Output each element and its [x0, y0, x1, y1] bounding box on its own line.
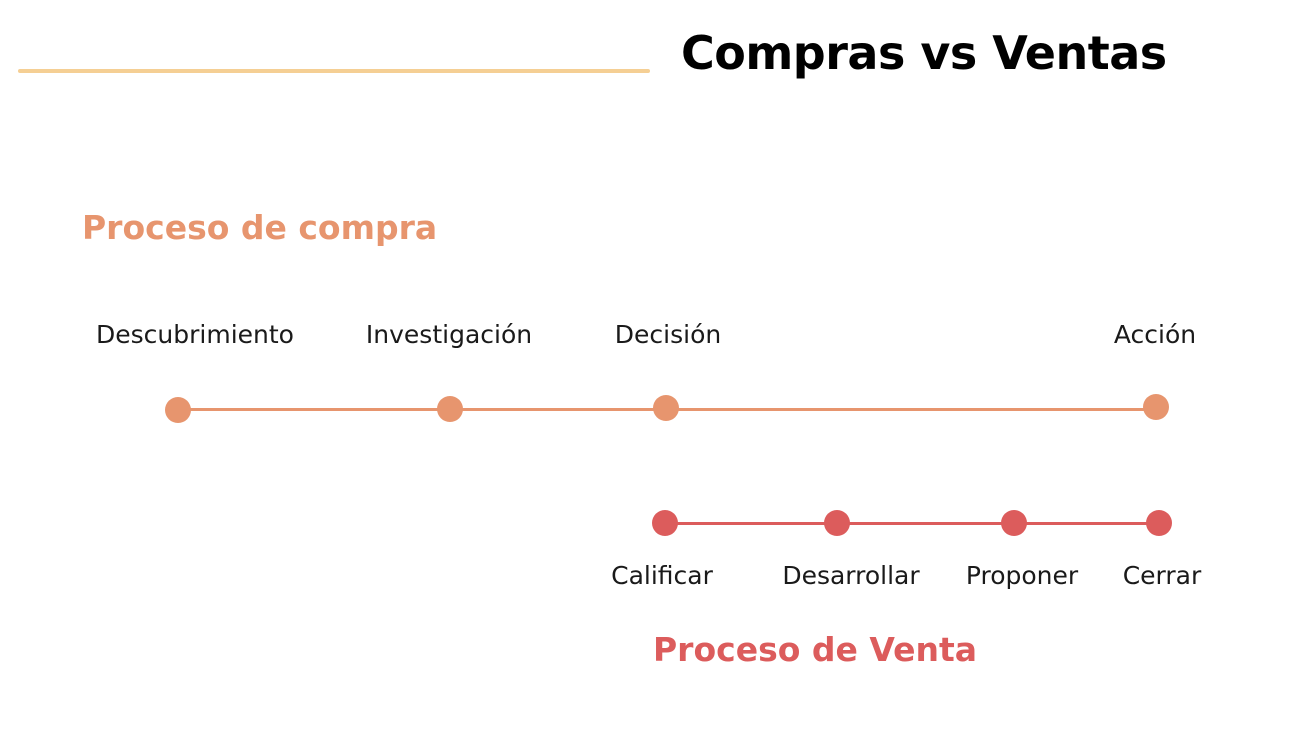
buy-step-dot-4 — [1143, 394, 1169, 420]
sell-step-dot-2 — [824, 510, 850, 536]
sell-step-dot-3 — [1001, 510, 1027, 536]
title-accent-line — [18, 69, 650, 73]
sell-process-line — [665, 522, 1159, 525]
sell-step-dot-1 — [652, 510, 678, 536]
sell-step-dot-4 — [1146, 510, 1172, 536]
page-title: Compras vs Ventas — [681, 26, 1167, 80]
buy-step-dot-3 — [653, 395, 679, 421]
sell-step-label-2: Desarrollar — [782, 561, 920, 590]
buy-step-label-4: Acción — [1113, 320, 1197, 349]
buy-process-title: Proceso de compra — [82, 208, 438, 247]
buy-step-dot-2 — [437, 396, 463, 422]
sell-step-label-1: Calificar — [611, 561, 713, 590]
buy-step-label-2: Investigación — [365, 320, 533, 349]
buy-step-label-3: Decisión — [614, 320, 722, 349]
sell-step-label-4: Cerrar — [1122, 561, 1202, 590]
sell-process-title: Proceso de Venta — [653, 630, 978, 669]
sell-step-label-3: Proponer — [965, 561, 1079, 590]
buy-step-label-1: Descubrimiento — [96, 320, 294, 349]
buy-step-dot-1 — [165, 397, 191, 423]
